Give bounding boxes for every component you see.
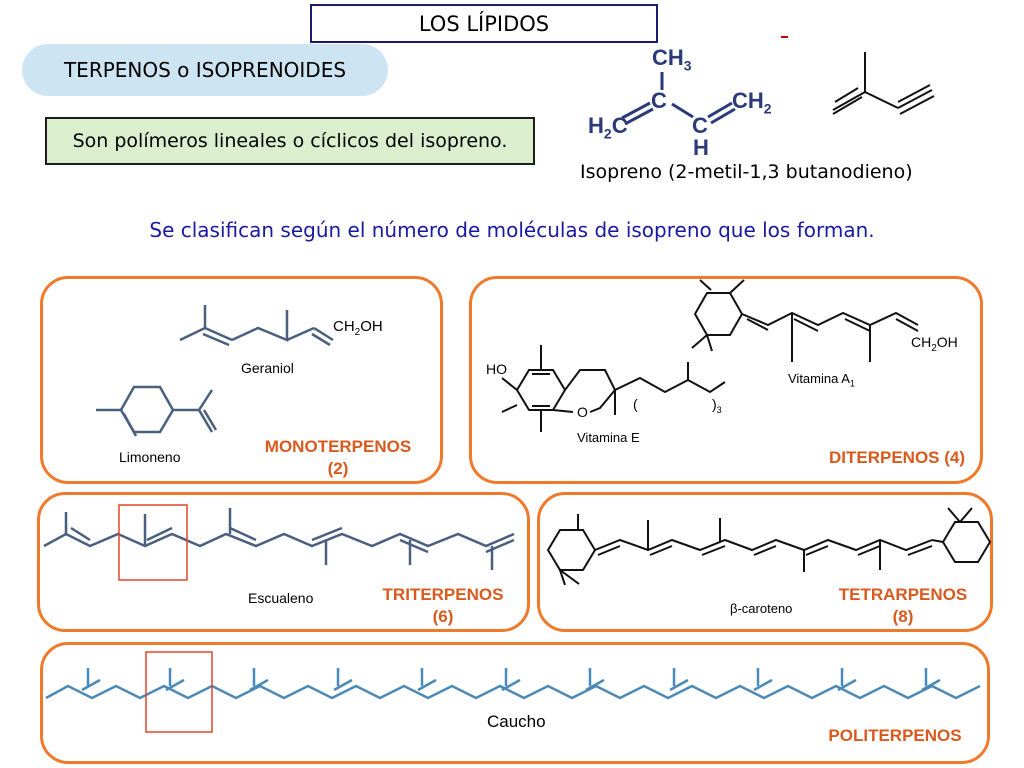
tetrarpenos-label: TETRARPENOS (8) [823, 584, 983, 628]
classification-text: Se clasifican según el número de molécul… [149, 218, 875, 242]
triterpenos-label-text: TRITERPENOS [382, 585, 504, 604]
geraniol-name: Geraniol [241, 360, 294, 376]
diterpenos-label: DITERPENOS (4) [828, 448, 966, 467]
vitamina-e-name: Vitamina E [577, 430, 640, 445]
politerpenos-label: POLITERPENOS [828, 726, 962, 745]
panel-monoterpenos [40, 276, 443, 484]
repeat-index: 3 [716, 404, 722, 415]
subtitle-text: TERPENOS o ISOPRENOIDES [63, 58, 347, 82]
isoprene-h2c-left: H2C [588, 113, 628, 142]
subtitle-pill: TERPENOS o ISOPRENOIDES [22, 44, 388, 96]
panel-tetrarpenos [537, 492, 993, 632]
page-title-text: LOS LÍPIDOS [418, 11, 550, 36]
definition-text: Son polímeros lineales o cíclicos del is… [72, 130, 508, 152]
monoterpenos-label: MONOTERPENOS (2) [248, 436, 428, 480]
vitamina-a-name: Vitamina A1 [788, 371, 855, 389]
triterpenos-count: (6) [432, 607, 454, 626]
page-title: LOS LÍPIDOS [310, 4, 658, 43]
geraniol-group: CH2OH [333, 318, 383, 338]
limoneno-name: Limoneno [119, 449, 181, 465]
caucho-name: Caucho [487, 712, 546, 731]
isoprene-ch2-right: CH2 [732, 88, 772, 117]
isoprene-c-top: C [651, 88, 667, 113]
caroteno-name: β-caroteno [730, 601, 793, 616]
monoterpenos-label-text: MONOTERPENOS [264, 437, 412, 456]
tetrarpenos-count: (8) [892, 607, 914, 626]
vitamina-a-group: CH2OH [911, 334, 958, 354]
isoprene-c-bottom: C [692, 113, 708, 138]
o-label: O [577, 404, 588, 420]
isoprene-ch3: CH3 [652, 45, 692, 74]
tetrarpenos-label-text: TETRARPENOS [838, 585, 968, 604]
ho-label: HO [486, 361, 507, 377]
isoprene-h: H [693, 135, 709, 160]
paren-open: ( [633, 396, 638, 412]
triterpenos-label: TRITERPENOS (6) [368, 584, 518, 628]
escualeno-name: Escualeno [248, 590, 314, 606]
isoprene-caption: Isopreno (2-metil-1,3 butanodieno) [580, 161, 913, 183]
paren-close: )3 [712, 396, 722, 415]
panel-triterpenos [37, 492, 530, 632]
definition-box: Son polímeros lineales o cíclicos del is… [45, 117, 535, 165]
isoprene-skeletal [832, 52, 935, 115]
monoterpenos-count: (2) [327, 459, 349, 478]
red-dash-mark [781, 36, 788, 38]
isoprene-bonds [621, 72, 736, 126]
